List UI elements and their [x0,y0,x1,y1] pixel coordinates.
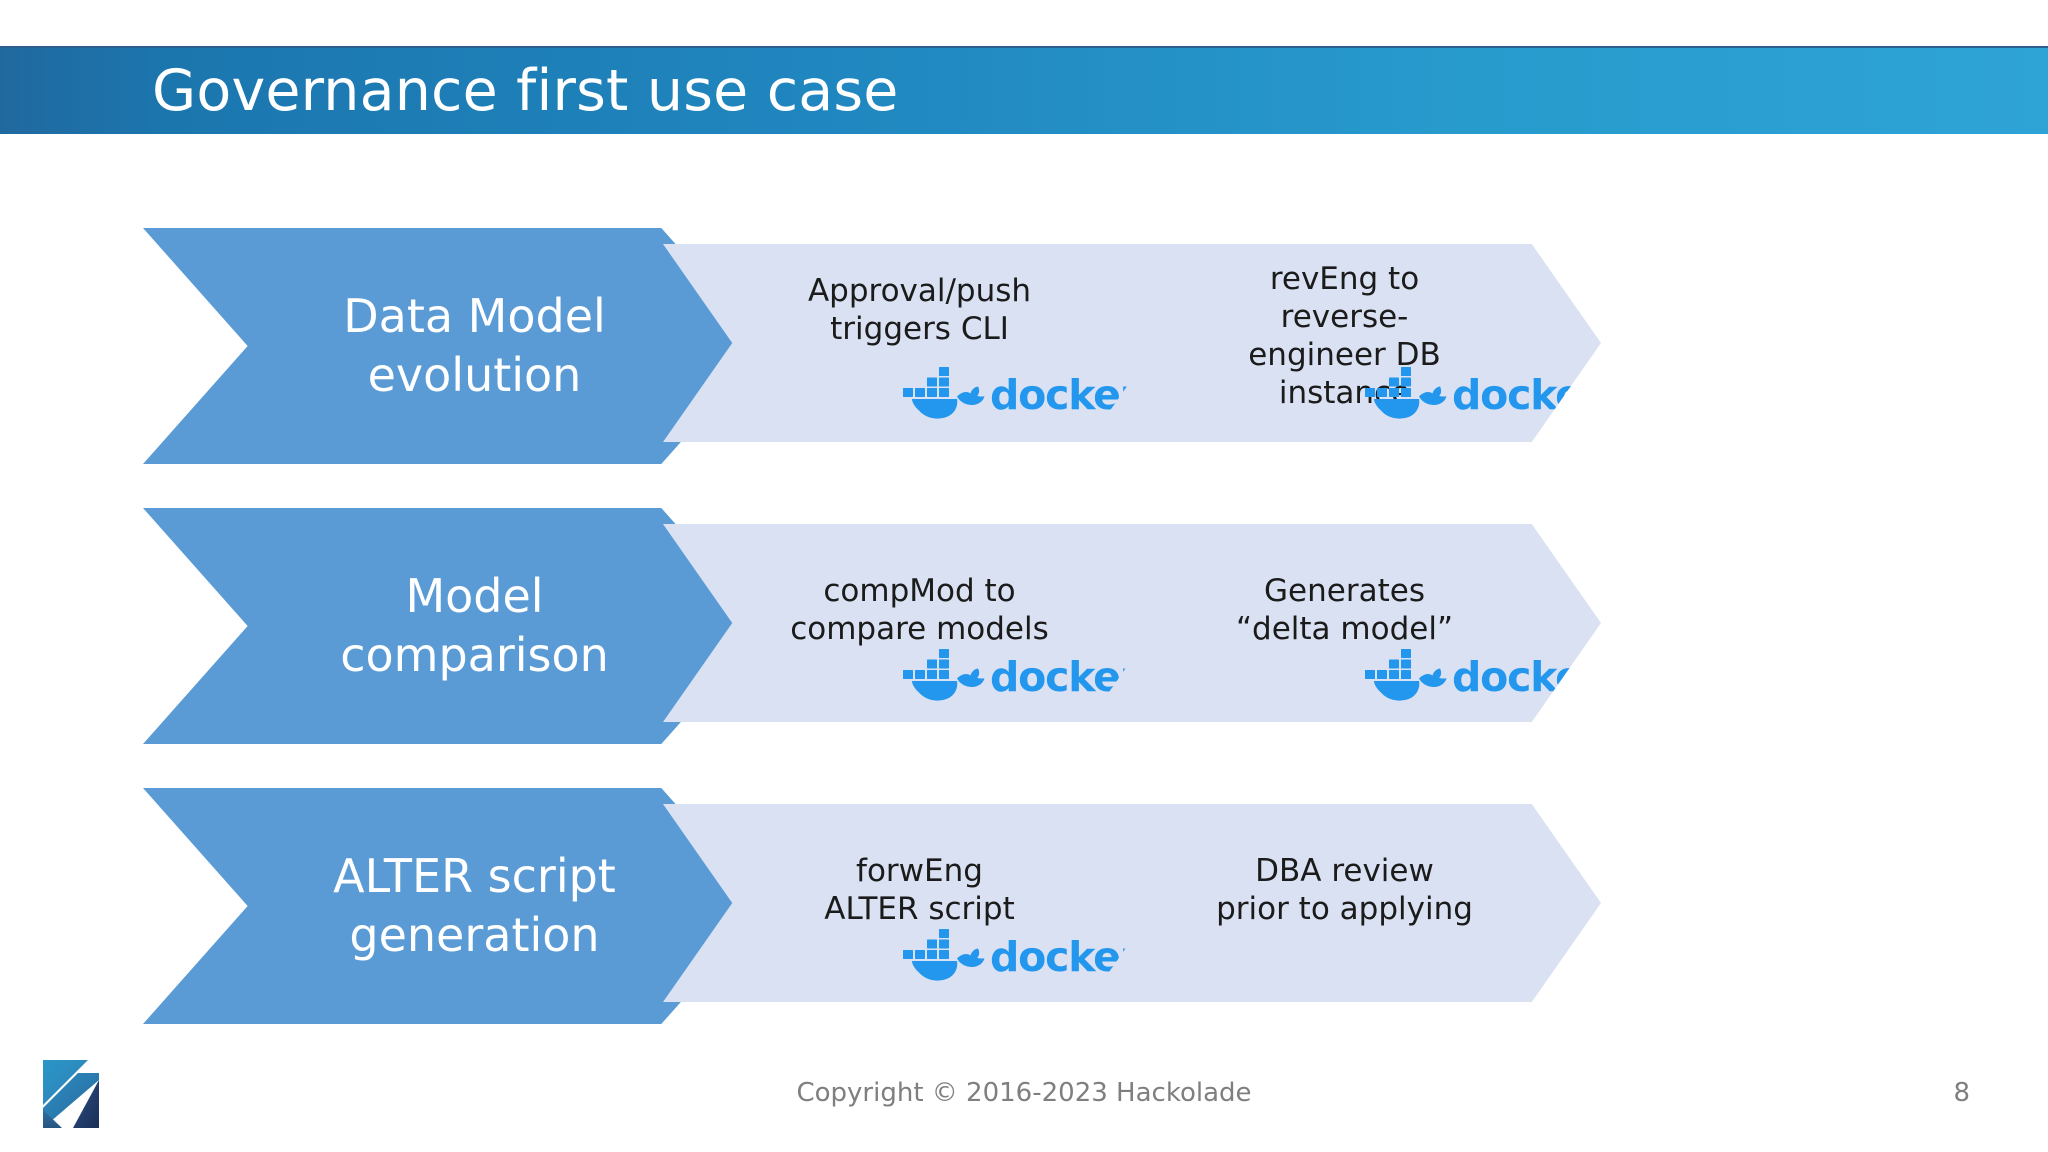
chevron-primary-label: Data Model evolution [343,289,606,402]
docker-logo: docker [901,926,1140,982]
chevron-step-label: Approval/push triggers CLI [807,273,1032,348]
docker-whale-icon [901,926,985,982]
page-title: Governance first use case [152,58,899,124]
docker-wordmark: docker [1452,652,1601,701]
hackolade-logo [40,1058,102,1130]
chevron-step-label: DBA review prior to applying [1216,853,1473,928]
chevron-step-row3-step1[interactable]: forwEng ALTER script [663,804,1176,1002]
docker-whale-icon [1363,646,1447,702]
chevron-step-row2-step2[interactable]: Generates “delta model” [1088,524,1601,722]
docker-logo: docker [901,646,1140,702]
process-diagram: Data Model evolution Approval/push trigg… [0,216,2048,1056]
slide-title-bar: Governance first use case [0,46,2048,134]
chevron-step-row1-step2[interactable]: revEng to reverse- engineer DB instance [1088,244,1601,442]
chevron-step-row1-step1[interactable]: Approval/push triggers CLI [663,244,1176,442]
process-row: ALTER script generation forwEng ALTER sc… [0,776,2048,1024]
chevron-step-row3-step2[interactable]: DBA review prior to applying [1088,804,1601,1002]
chevron-primary-label: ALTER script generation [333,849,616,962]
chevron-step-label: revEng to reverse- engineer DB instance [1248,261,1441,412]
chevron-step-label: forwEng ALTER script [824,853,1015,928]
copyright-text: Copyright © 2016-2023 Hackolade [796,1078,1252,1108]
chevron-step-label: compMod to compare models [790,573,1049,648]
docker-logo: docker [1363,646,1601,702]
chevron-step-label: Generates “delta model” [1235,573,1453,648]
chevron-step-row2-step1[interactable]: compMod to compare models [663,524,1176,722]
docker-whale-icon [901,646,985,702]
chevron-primary-label: Model comparison [340,569,609,682]
page-number: 8 [1953,1078,1970,1108]
process-row: Model comparison compMod to compare mode… [0,496,2048,744]
docker-logo: docker [901,364,1140,420]
docker-whale-icon [901,364,985,420]
process-row: Data Model evolution Approval/push trigg… [0,216,2048,464]
